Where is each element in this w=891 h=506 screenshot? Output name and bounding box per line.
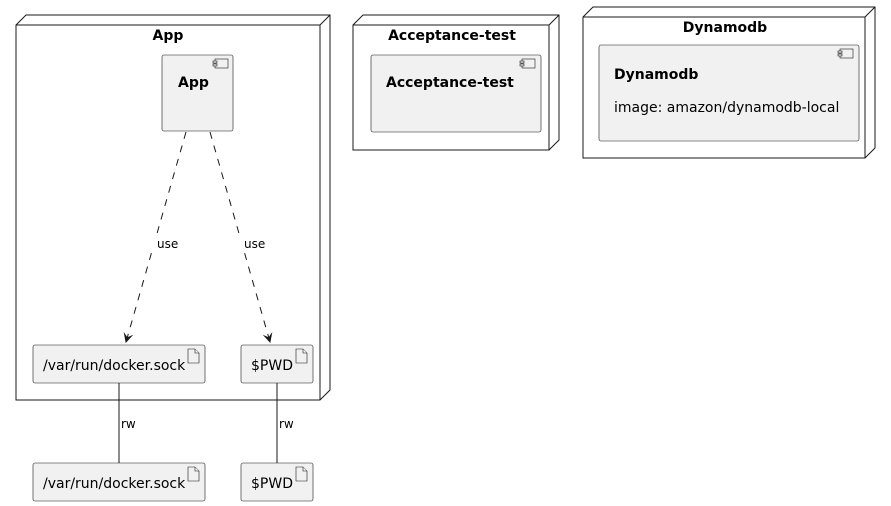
component-app-label: App [178,75,209,91]
artifact-icon [295,348,308,364]
artifact-icon [295,466,308,482]
component-acceptance-test-label: Acceptance-test [386,75,514,91]
node-acceptance-test: Acceptance-test Acceptance-test [352,14,560,151]
edge-app-to-pwd: use [209,131,273,343]
component-app-box [161,54,234,132]
edge-sock-rw: rw [118,383,136,463]
artifact-app-docker-sock-label: /var/run/docker.sock [43,358,186,374]
edge-app-to-sock-label: use [157,237,178,251]
artifact-icon [187,348,200,364]
node-dynamodb: Dynamodb Dynamodb image: amazon/dynamodb… [582,6,876,159]
artifact-host-docker-sock-label: /var/run/docker.sock [43,476,186,492]
edge-app-to-sock-line [123,131,187,343]
artifact-host-pwd: $PWD [240,462,314,502]
component-dynamodb-box [598,44,860,142]
edge-pwd-rw: rw [276,383,294,463]
edge-app-to-sock: use [123,131,187,343]
component-dynamodb: Dynamodb image: amazon/dynamodb-local [598,44,860,142]
node-app-title: App [153,28,184,44]
artifact-host-pwd-label: $PWD [251,476,293,492]
artifact-app-docker-sock: /var/run/docker.sock [32,344,206,384]
node-app-shape [15,14,331,401]
edge-label-bg [152,234,184,250]
component-dynamodb-image: image: amazon/dynamodb-local [614,100,839,116]
component-acceptance-test-box [370,54,542,133]
node-dynamodb-title: Dynamodb [683,20,767,36]
component-app: App [161,54,234,132]
component-icon [519,58,536,69]
component-icon [212,58,229,69]
artifact-app-pwd-label: $PWD [251,358,293,374]
node-app: App App /var/run/docker.sock [15,14,331,401]
component-icon [837,48,854,59]
component-acceptance-test: Acceptance-test [370,54,542,133]
edge-app-to-pwd-label: use [244,237,265,251]
edge-label-bg [240,234,272,250]
artifact-host-docker-sock: /var/run/docker.sock [32,462,206,502]
node-acceptance-test-title: Acceptance-test [388,28,516,44]
artifact-icon [187,466,200,482]
component-dynamodb-label: Dynamodb [614,67,698,83]
edge-sock-rw-label: rw [121,417,136,431]
edge-pwd-rw-label: rw [279,417,294,431]
edge-app-to-pwd-line [209,131,273,343]
artifact-app-pwd: $PWD [240,344,314,384]
